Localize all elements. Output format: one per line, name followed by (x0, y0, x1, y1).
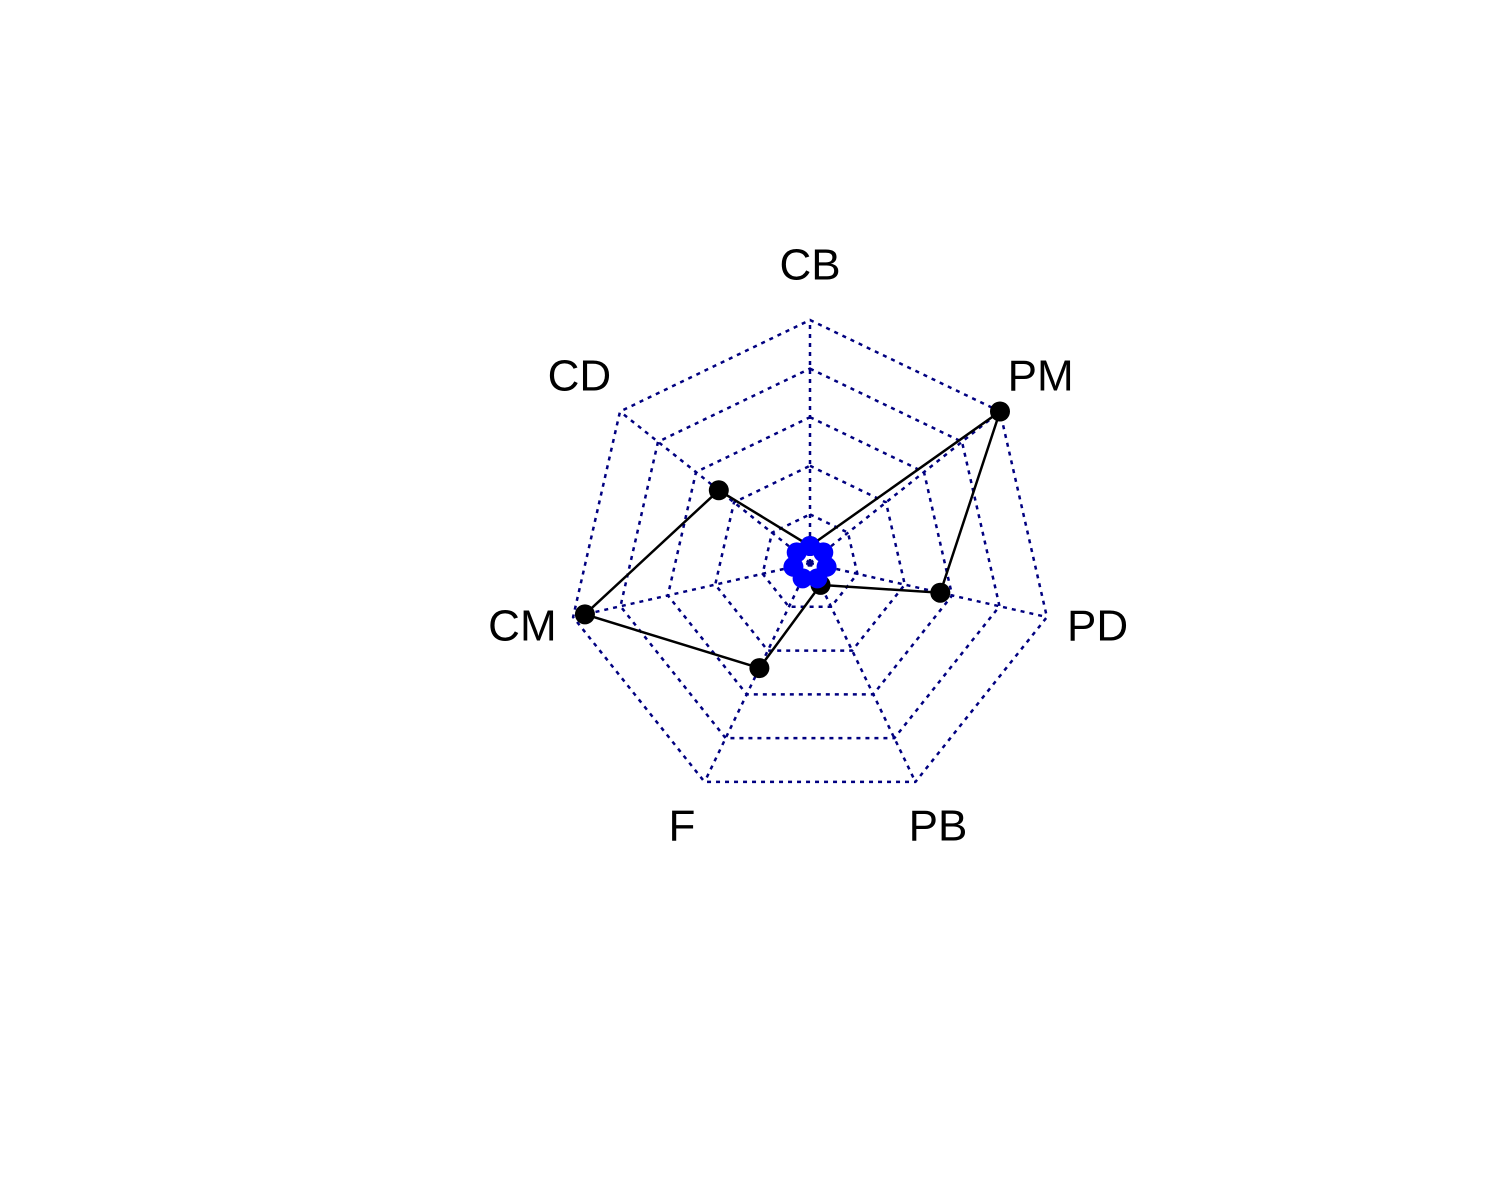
axis-label-pb: PB (909, 801, 968, 850)
axis-spoke (809, 561, 1048, 619)
grid-layer (571, 318, 1049, 784)
axis-label-pd: PD (1067, 601, 1128, 650)
axis-spoke (808, 562, 917, 783)
data-point (807, 568, 828, 589)
data-point (708, 480, 729, 501)
axis-label-cm: CM (488, 601, 556, 650)
data-point (989, 401, 1010, 422)
axis-spoke (809, 410, 1001, 564)
axis-labels: CB PM PD PB F CM CD (488, 241, 1128, 851)
axis-label-f: F (669, 801, 696, 850)
grid-ring (619, 367, 1001, 740)
data-point (930, 582, 951, 603)
grid-ring (761, 513, 859, 609)
axis-label-cd: CD (548, 352, 612, 401)
series-1 (574, 401, 1010, 679)
grid-ring (713, 464, 907, 652)
grid-ring (571, 318, 1049, 784)
data-point (574, 604, 595, 625)
data-point (749, 658, 770, 679)
series-2 (783, 535, 837, 589)
axis-label-pm: PM (1008, 352, 1074, 401)
series-layer (574, 401, 1010, 679)
axis-label-cb: CB (779, 241, 840, 290)
grid-ring (666, 415, 954, 696)
data-point (786, 542, 807, 563)
series-line (582, 408, 1003, 670)
